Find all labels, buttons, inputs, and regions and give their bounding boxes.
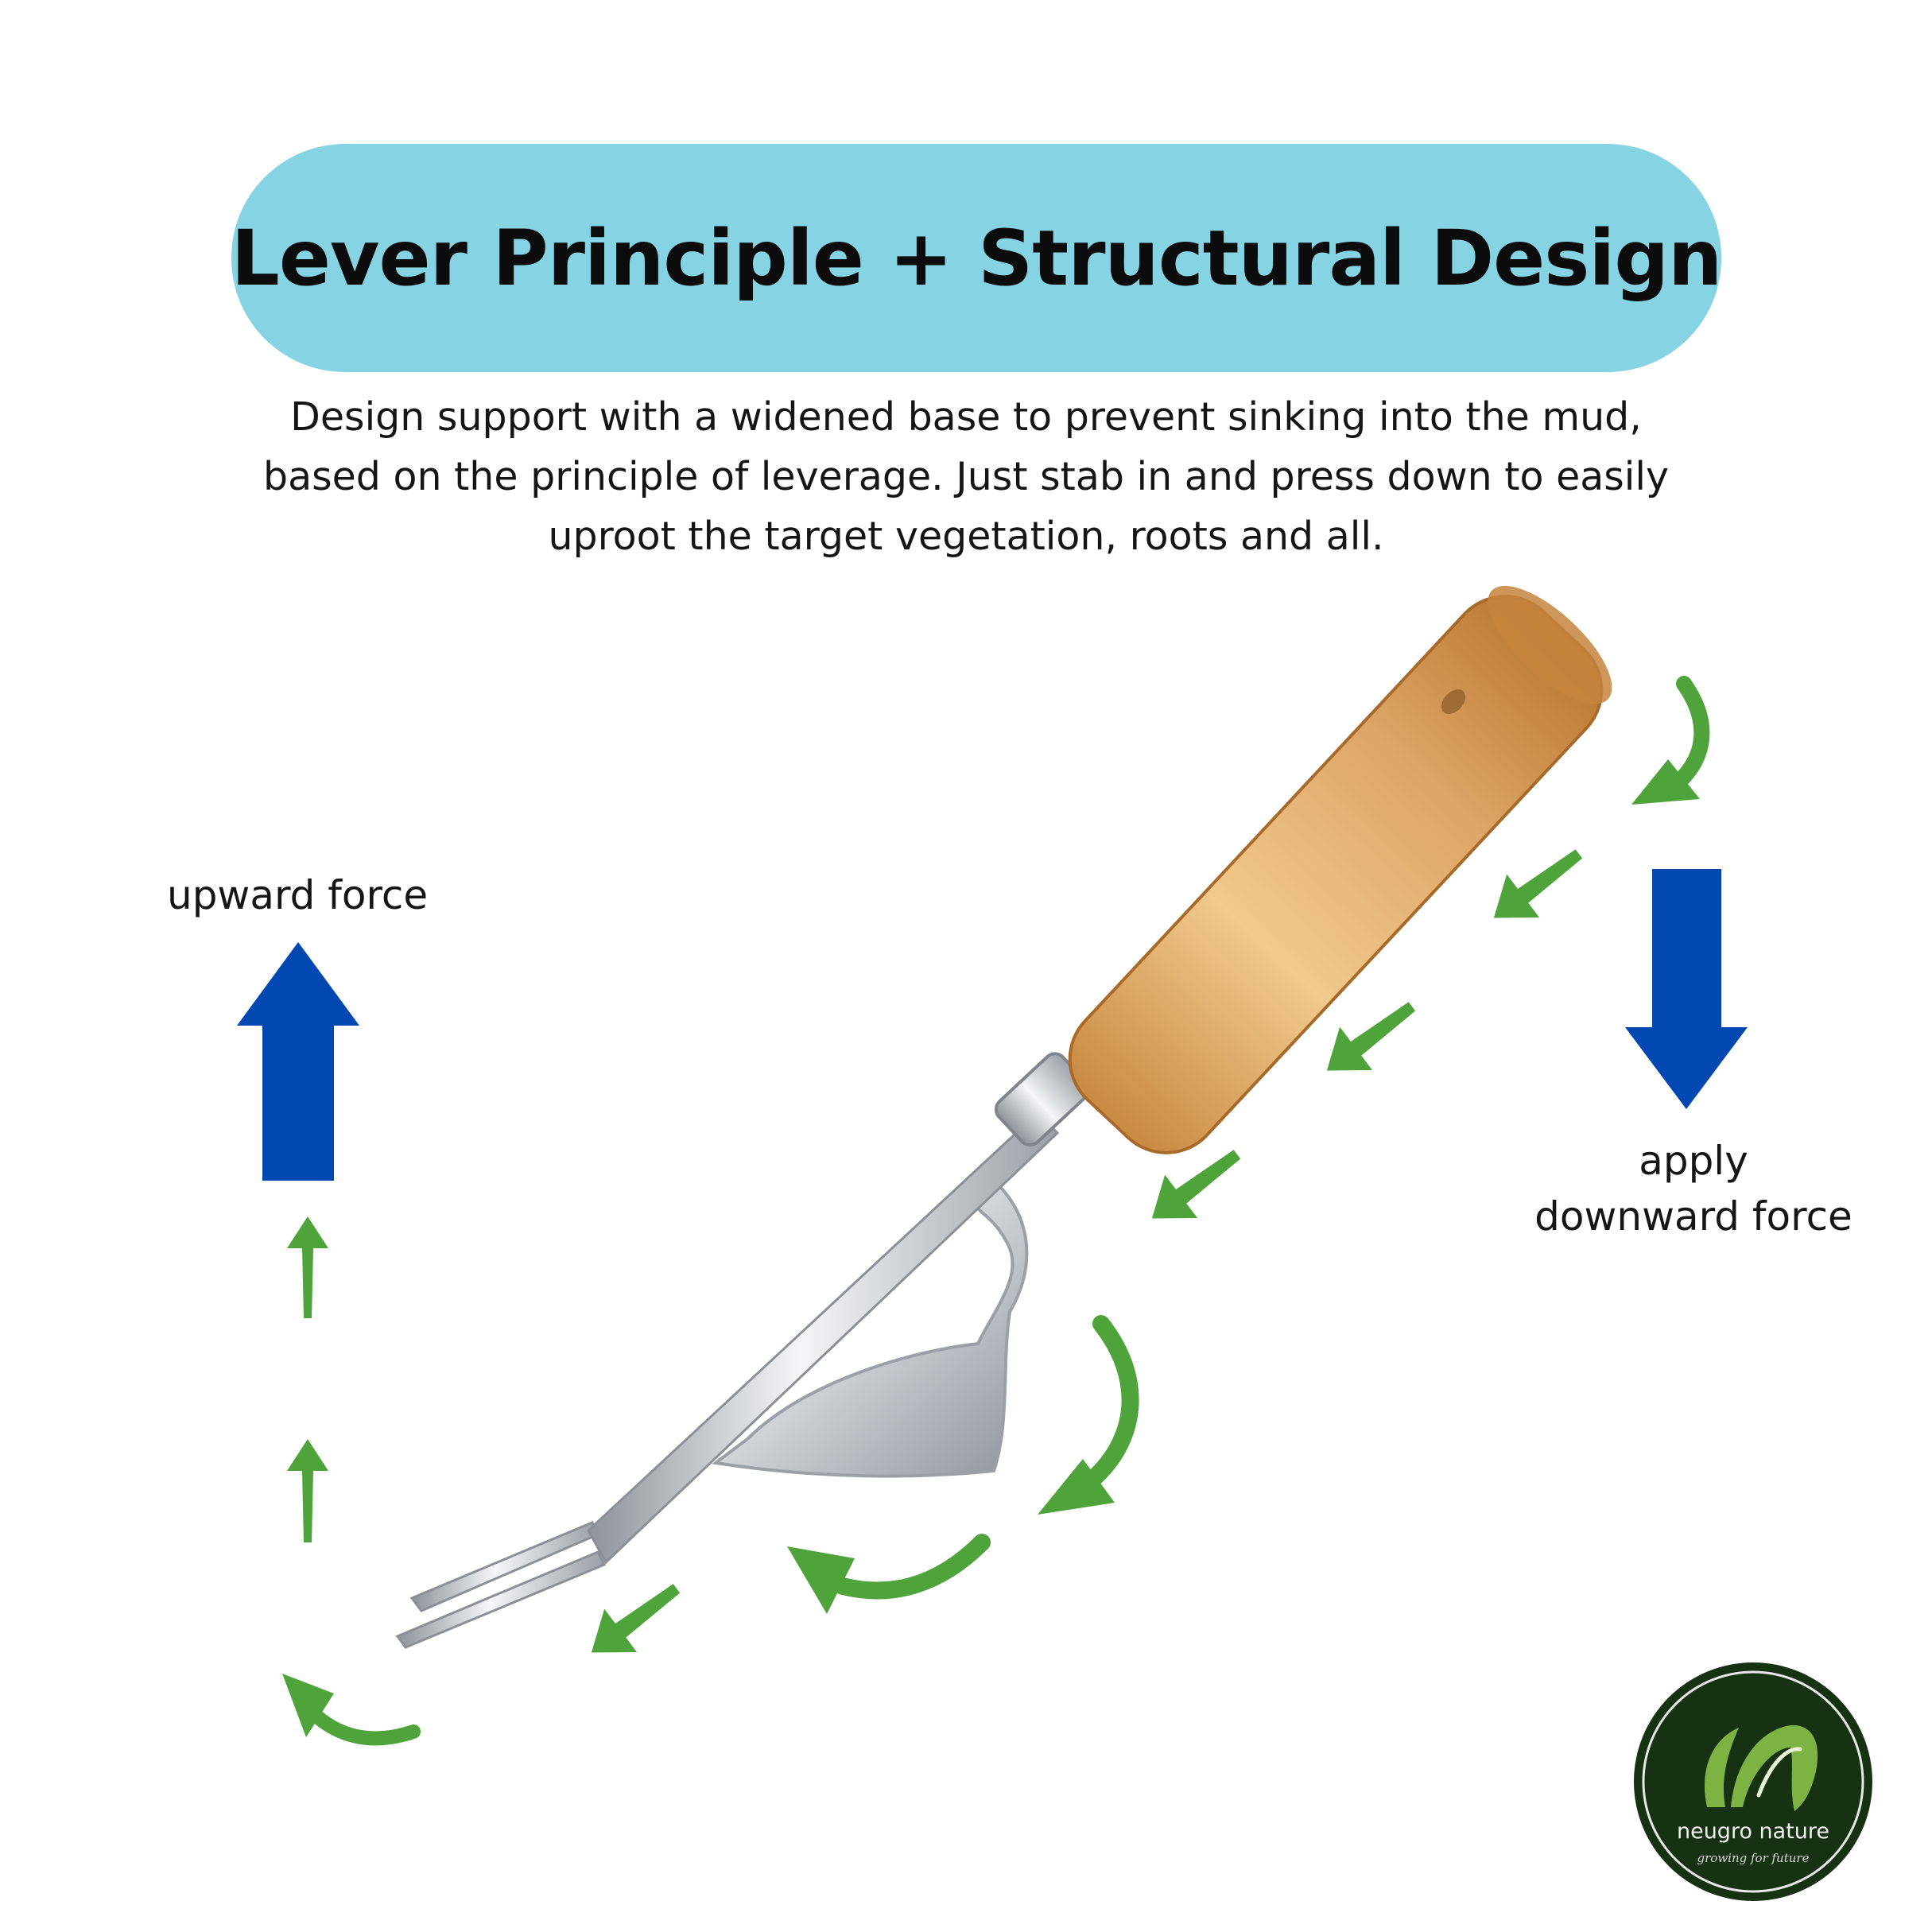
description-line-3: uproot the target vegetation, roots and … — [548, 514, 1384, 559]
motion-arrow-curve-bottom — [282, 1674, 421, 1746]
description: Design support with a widened base to pr… — [239, 387, 1693, 566]
motion-arrow-curve-top — [1631, 676, 1710, 805]
motion-arrow-up-1 — [287, 1216, 328, 1318]
weeder-tool — [395, 585, 1612, 1649]
description-line-1: Design support with a widened base to pr… — [290, 394, 1642, 440]
title-banner: Lever Principle + Structural Design — [231, 144, 1723, 372]
logo-tagline: growing for future — [1697, 1851, 1810, 1865]
fulcrum-blade — [711, 1174, 1029, 1478]
motion-arrow-up-2 — [287, 1439, 328, 1542]
downward-force-label-line-2: downward force — [1534, 1193, 1852, 1240]
fork-tine-lower — [395, 1550, 607, 1649]
downward-force-label-line-1: apply — [1639, 1138, 1748, 1184]
brand-logo: neugro nature growing for future — [1631, 1660, 1875, 1903]
motion-arrow-diag-3 — [1151, 1150, 1241, 1219]
description-line-2: based on the principle of leverage. Just… — [263, 454, 1669, 499]
downward-force-label: apply downward force — [1495, 1133, 1892, 1244]
motion-arrow-diag-4 — [591, 1584, 681, 1653]
steel-shaft — [587, 1111, 1060, 1565]
motion-arrow-diag-1 — [1493, 849, 1583, 918]
motion-arrow-diag-2 — [1326, 1002, 1416, 1071]
motion-arrow-curve-mid — [1038, 1315, 1139, 1515]
logo-badge — [1634, 1662, 1872, 1901]
upward-force-arrow-icon — [237, 942, 359, 1181]
downward-force-arrow-icon — [1625, 869, 1748, 1109]
logo-brand-name: neugro nature — [1676, 1819, 1830, 1844]
page-title: Lever Principle + Structural Design — [231, 213, 1723, 303]
n-leaf-logo-icon — [1704, 1724, 1818, 1811]
motion-arrow-curve-low — [787, 1534, 991, 1614]
upward-force-label: upward force — [167, 872, 429, 918]
